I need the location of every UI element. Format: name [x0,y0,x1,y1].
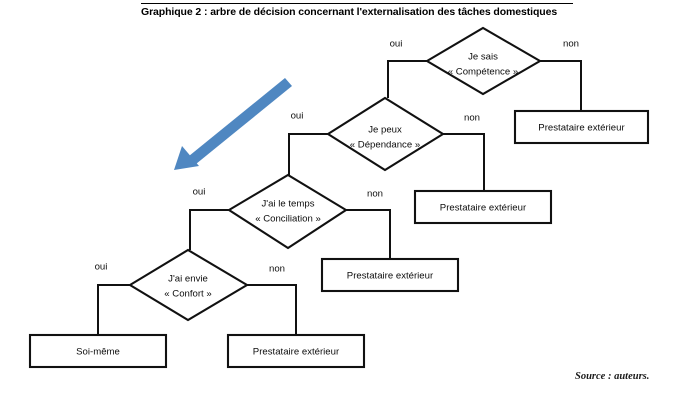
outcome-node-dependance-no[interactable]: Prestataire extérieur [413,189,553,225]
figure-title-block: Graphique 2 : arbre de décision concerna… [141,3,573,19]
decision-node-conciliation-line2: « Conciliation » [255,214,321,225]
diamond-shape-competence [424,26,543,96]
decision-node-competence[interactable]: Je sais « Compétence » [424,26,543,96]
flow-arrow-shaft [189,78,292,164]
outcome-node-confort-no[interactable]: Prestataire extérieur [226,333,366,369]
connector-confort-yes [97,284,130,335]
connector-competence-yes [387,60,427,98]
edge-label-dependance-no: non [464,113,480,124]
edge-label-competence-no: non [563,39,579,50]
edge-label-confort-no: non [269,264,285,275]
box-shape-out-confort [226,333,366,369]
connector-dependance-no [443,133,485,191]
box-shape-out-soi-meme [28,333,168,369]
outcome-label-soi-meme: Soi-même [76,347,120,358]
edge-label-competence-yes: oui [390,39,403,50]
page-title: Graphique 2 : arbre de décision concerna… [141,6,558,18]
flow-arrow-icon [174,78,292,170]
decision-node-competence-line1: Je sais [468,52,498,63]
outcome-node-conciliation-no[interactable]: Prestataire extérieur [320,257,460,293]
connector-conciliation-yes [189,209,229,250]
edge-label-conciliation-no: non [367,189,383,200]
box-shape-out-dependance [413,189,553,225]
connector-dependance-yes [288,133,328,175]
connector-confort-no [247,284,297,335]
edge-label-confort-yes: oui [95,262,108,273]
outcome-node-competence-no[interactable]: Prestataire extérieur [513,109,650,145]
connector-conciliation-no [346,209,391,259]
diamond-shape-dependance [326,96,445,172]
diamond-shape-confort [127,248,250,322]
outcome-label-competence-no: Prestataire extérieur [538,123,625,134]
decision-node-conciliation-line1: J'ai le temps [261,199,314,210]
outcome-node-soi-meme[interactable]: Soi-même [28,333,168,369]
decision-node-dependance[interactable]: Je peux « Dépendance » [326,96,445,172]
outcome-label-conciliation-no: Prestataire extérieur [347,271,434,282]
edge-label-conciliation-yes: oui [193,187,206,198]
outcome-label-confort-no: Prestataire extérieur [253,347,340,358]
connector-competence-no [540,60,582,111]
source-note: Source : auteurs. [575,371,650,382]
decision-node-confort-line1: J'ai envie [168,274,208,285]
diamond-shape-conciliation [227,173,348,250]
decision-node-competence-line2: « Compétence » [448,67,518,78]
decision-node-confort[interactable]: J'ai envie « Confort » [127,248,250,322]
decision-node-dependance-line2: « Dépendance » [350,140,420,151]
decision-node-dependance-line1: Je peux [368,125,402,136]
box-shape-out-competence [513,109,650,145]
edge-label-dependance-yes: oui [291,111,304,122]
box-shape-out-conciliation [320,257,460,293]
title-rule [141,3,573,4]
decision-node-confort-line2: « Confort » [164,289,211,300]
flow-arrow-head [174,146,199,170]
decision-node-conciliation[interactable]: J'ai le temps « Conciliation » [227,173,348,250]
outcome-label-dependance-no: Prestataire extérieur [440,203,527,214]
